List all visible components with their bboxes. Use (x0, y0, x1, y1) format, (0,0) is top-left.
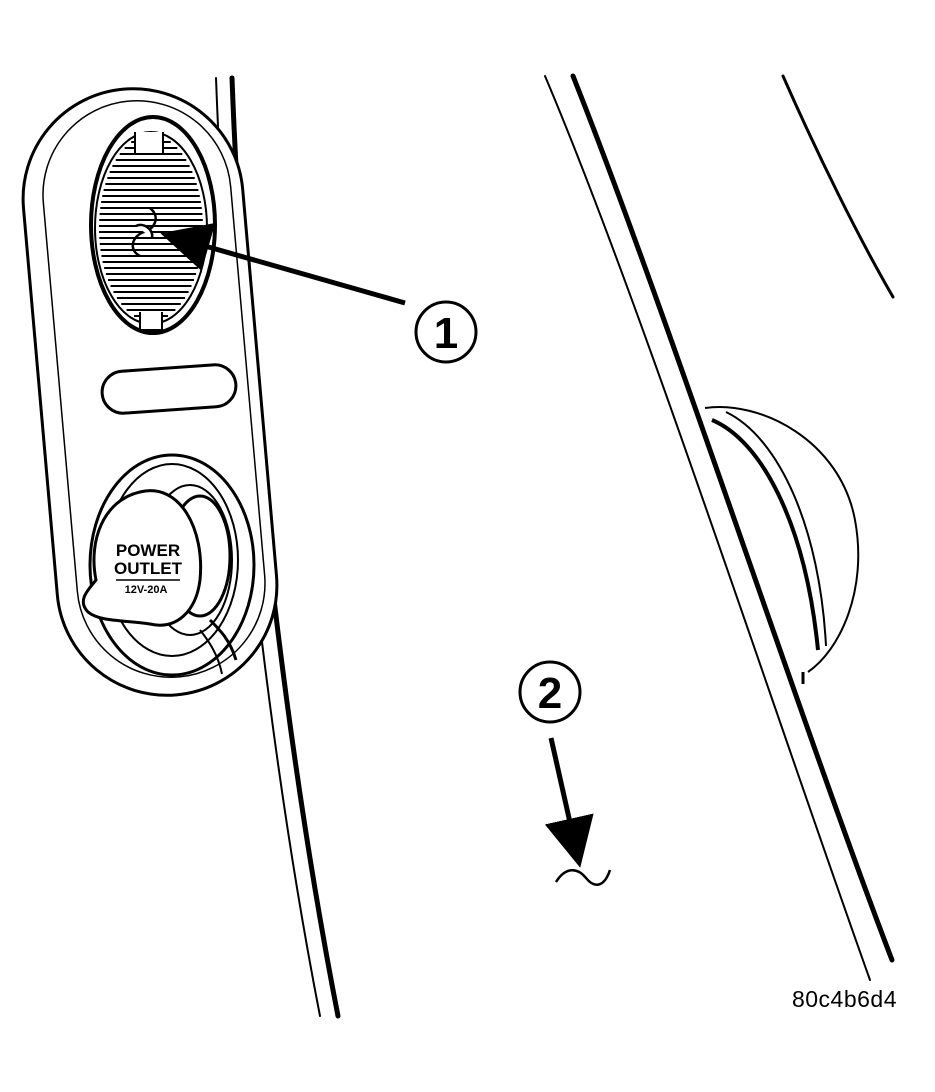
callout-1-circle (414, 300, 478, 364)
cap-label-power: POWER (116, 541, 180, 560)
figure-id: 80c4b6d4 (791, 986, 897, 1012)
ventilation-plug (89, 115, 217, 335)
callout-1-arrow (160, 222, 406, 306)
callout-1: 1 (160, 222, 478, 364)
callout-2-number: 2 (538, 669, 562, 718)
callout-1-number: 1 (434, 309, 458, 358)
power-outlet: POWER OUTLET 12V-20A (81, 453, 256, 677)
callout-2-circle (518, 660, 582, 724)
bezel-slot (100, 363, 238, 415)
cap-label-rating: 12V-20A (125, 584, 168, 596)
callout-2-tilde (554, 869, 612, 886)
callout-2-arrow (544, 737, 594, 868)
grommet (704, 406, 860, 684)
callout-2: 2 (518, 660, 612, 886)
cap-label-outlet: OUTLET (114, 559, 183, 578)
body-panel (544, 73, 895, 981)
